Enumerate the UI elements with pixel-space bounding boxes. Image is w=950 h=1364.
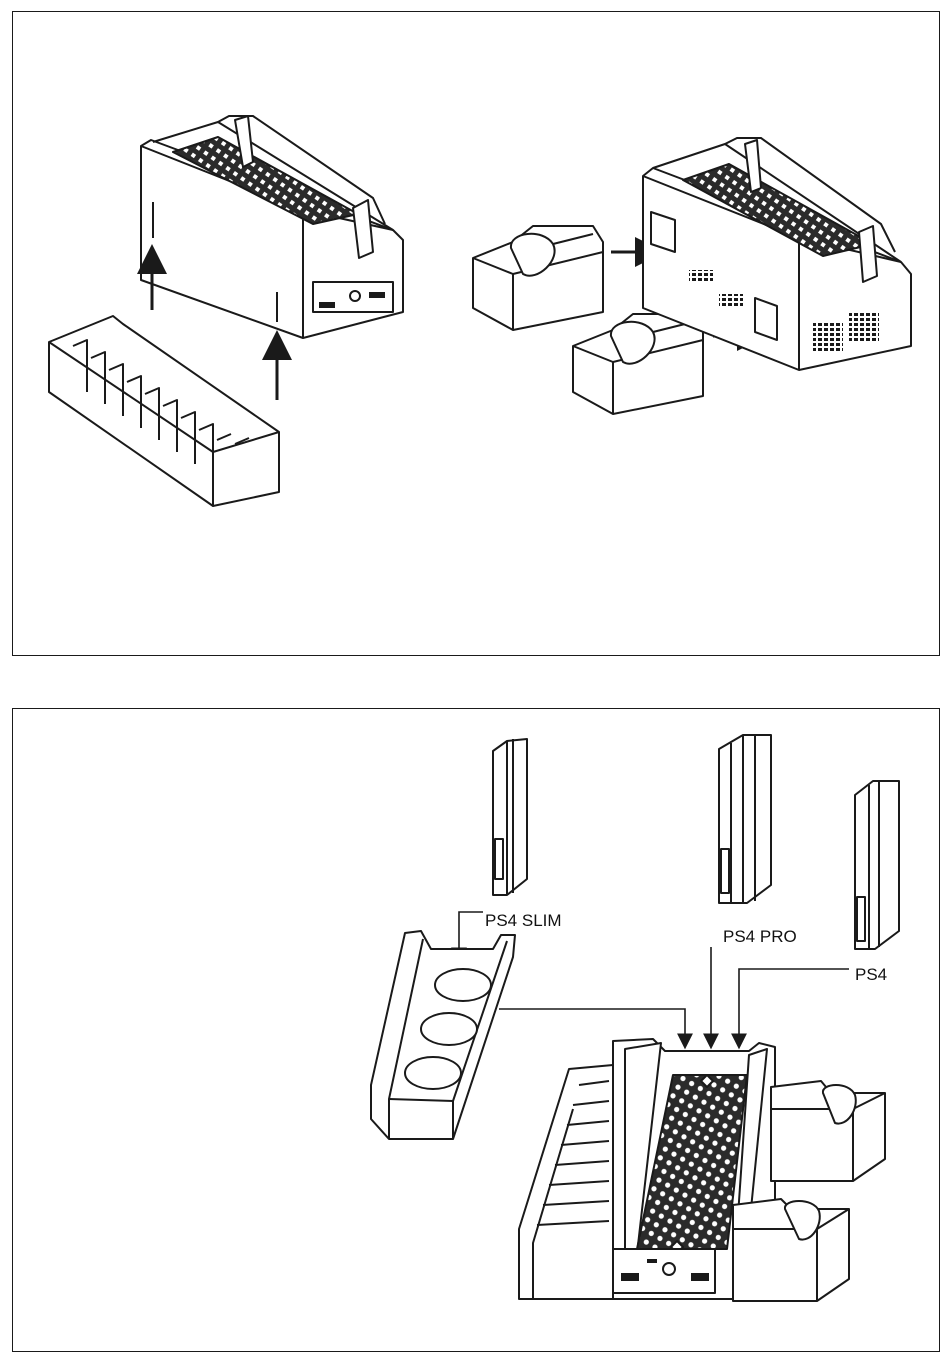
main-stand-left bbox=[141, 116, 403, 338]
slim-adapter-tray bbox=[371, 931, 515, 1139]
label-ps4-pro: PS4 PRO bbox=[723, 927, 797, 946]
assembly-panel-bottom: PS4 SLIM PS4 PRO PS4 bbox=[12, 708, 940, 1352]
label-ps4-slim: PS4 SLIM bbox=[485, 911, 562, 930]
console-ps4 bbox=[855, 781, 899, 949]
label-ps4: PS4 bbox=[855, 965, 887, 984]
leader-slim-to-stand bbox=[499, 1009, 685, 1043]
attached-controller-dock-1 bbox=[771, 1081, 885, 1181]
attached-controller-dock-2 bbox=[733, 1199, 849, 1301]
console-ps4-pro bbox=[719, 735, 771, 903]
leader-ps4 bbox=[739, 969, 849, 1043]
bottom-illustration: PS4 SLIM PS4 PRO PS4 bbox=[13, 709, 939, 1351]
top-illustration bbox=[13, 12, 939, 655]
assembly-panel-top bbox=[12, 11, 940, 656]
console-ps4-slim bbox=[493, 739, 527, 895]
controller-dock-1 bbox=[473, 226, 603, 330]
controller-dock-2 bbox=[573, 314, 703, 414]
game-rack bbox=[49, 316, 279, 506]
